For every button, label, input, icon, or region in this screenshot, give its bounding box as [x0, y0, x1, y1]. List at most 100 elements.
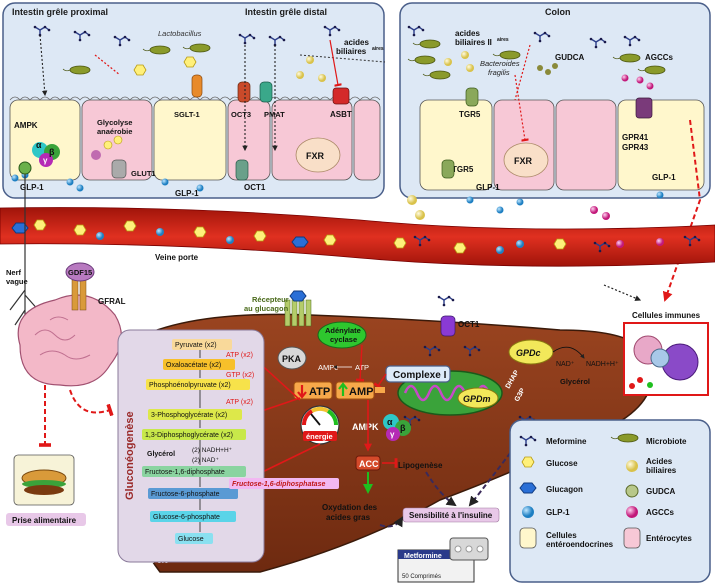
immune-cells: Cellules immunes [603, 284, 709, 396]
insulin-sensitivity-label: Sensibilité à l'insuline [409, 511, 493, 520]
legend-microbiote-label: Microbiote [646, 437, 687, 446]
nerve-label-2: vague [6, 277, 28, 286]
food-intake-label: Prise alimentaire [12, 516, 77, 525]
glucose-icon [133, 64, 147, 76]
pep-label: Phosphoénolpyruvate (x2) [149, 382, 231, 389]
glucose-label: Glucose [178, 536, 204, 543]
oct1-label-intestine: OCT1 [244, 183, 266, 192]
adenylate-cyclase-label-1: Adénylate [325, 326, 361, 335]
metformin-box-label: Metformine [404, 553, 442, 560]
glucagon-receptor-label-1: Récepteur [252, 295, 289, 304]
colon-panel: Colon acides biliaires II aires Bacteroi… [399, 2, 711, 302]
metformin-box: Metformine 50 Comprimés [397, 537, 489, 583]
f16-label: Fructose-1,6-diphosphate [145, 469, 225, 476]
legend-glp1-icon [522, 506, 534, 518]
energy-label: énergie [306, 432, 333, 441]
legend-enterocyte-icon [623, 527, 641, 549]
glut1-label: GLUT1 [131, 169, 156, 178]
complex-i-label: Complexe I [393, 370, 447, 381]
bile-acid-icon [318, 74, 326, 82]
pmat-transporter [259, 81, 273, 103]
fxr-label-intestine: FXR [306, 151, 325, 161]
tgr5-receptor [465, 87, 479, 107]
legend-agccs-label: AGCCs [646, 508, 675, 517]
svg-text:α: α [387, 417, 393, 427]
bile-acids-sup-2: aires [497, 37, 509, 43]
atp2-label: ATP (x2) [226, 399, 253, 406]
ampk-label-intestine: AMPK [14, 121, 38, 130]
bile-acid-icon [306, 56, 314, 64]
dpg-label: 1,3-Diphosphoglycérate (x2) [145, 432, 233, 439]
sglt1-label: SGLT-1 [174, 110, 200, 119]
pka-label: PKA [282, 354, 302, 364]
oct1-transporter-liver [440, 315, 456, 337]
ampc-label: AMPc [318, 363, 338, 372]
bile-acids-label-2: biliaires [336, 47, 367, 56]
gfral-receptor [71, 279, 79, 311]
svg-text:α: α [36, 140, 42, 150]
vagus-nerve: Nerf vague [6, 161, 41, 326]
gpr43-label: GPR43 [622, 143, 649, 152]
bile-acids-sup-1: aires [372, 46, 384, 52]
nadh-label: NADH+H⁺ [586, 361, 619, 368]
gpr-receptor [635, 97, 653, 119]
gpdm-label: GPDm [463, 394, 491, 404]
svg-text:γ: γ [43, 156, 48, 165]
fructose-diphosphatase-label: Fructose-1,6-diphosphatase [232, 481, 325, 488]
atp1-label: ATP (x2) [226, 352, 253, 359]
legend-bile-acids-label-1: Acides [646, 457, 673, 466]
atp-small-label: ATP [355, 363, 369, 372]
acc-label: ACC [359, 459, 379, 469]
gluconeogenesis-panel: Gluconéogenèse Pyruvate (x2) Oxaloacétat… [117, 329, 339, 563]
legend-enteroendocrine-icon [519, 527, 537, 549]
glycerol-label-liver: Glycérol [560, 377, 590, 386]
oxaloacetate-label: Oxaloacétate (x2) [166, 362, 221, 369]
legend-glucagon-icon [519, 482, 537, 494]
legend-glp1-label: GLP-1 [546, 508, 570, 517]
sglt1-transporter [191, 74, 203, 98]
bile-acid-icon [296, 71, 304, 79]
legend-bile-acids-label-2: biliaires [646, 466, 677, 475]
glp1-label-proximal: GLP-1 [20, 183, 44, 192]
gpdc-label: GPDc [516, 348, 541, 358]
distal-intestine-label: Intestin grêle distal [245, 7, 327, 17]
legend-glucose-icon [521, 456, 535, 468]
ampk-label-liver: AMPK [352, 422, 379, 432]
nadh-glyco-label: (2) NADH+H⁺ [192, 447, 233, 454]
nad-label: NAD⁺ [556, 361, 575, 368]
gdf15-label: GDF15 [68, 268, 92, 277]
gtp-label: GTP (x2) [226, 372, 254, 379]
f6p-label: Fructose-6-phosphate [151, 491, 220, 498]
glycolysis-label-1: Glycolyse [97, 118, 132, 127]
glycerol-label-glyco: Glycérol [147, 451, 175, 458]
svg-text:γ: γ [390, 430, 395, 439]
legend-gudca-label: GUDCA [646, 487, 676, 496]
svg-text:β: β [49, 147, 55, 157]
amp-label: AMP [349, 386, 373, 398]
oct3-transporter [237, 81, 251, 103]
bacteroides-label-1: Bacteroides [480, 59, 520, 68]
gpr41-label: GPR41 [622, 133, 649, 142]
proximal-intestine-label: Intestin grêle proximal [12, 7, 108, 17]
portal-vein-label: Veine porte [155, 253, 199, 262]
food-intake: Prise alimentaire [6, 454, 86, 526]
gfral-label: GFRAL [98, 297, 126, 306]
bile-acids-colon-label-1: acides [455, 29, 480, 38]
asbt-label: ASBT [330, 110, 352, 119]
pyruvate-label: Pyruvate (x2) [175, 342, 217, 349]
nerve-label-1: Nerf [6, 268, 22, 277]
oct1-transporter-intestine [235, 159, 249, 181]
glp1-label-colon-2: GLP-1 [652, 173, 676, 182]
nad-glyco-label: (2) NAD⁺ [192, 457, 219, 464]
fatty-acid-oxidation-label-1: Oxydation des [322, 503, 378, 512]
glp1-label-colon: GLP-1 [476, 183, 500, 192]
metformin-box-sub: 50 Comprimés [402, 574, 441, 580]
svg-text:β: β [400, 423, 406, 433]
gluconeogenesis-title: Gluconéogenèse [124, 411, 136, 500]
bile-acids-label-1: acides [344, 38, 369, 47]
glucagon-icon [289, 290, 307, 302]
legend: Meformine Microbiote Glucose Acides bili… [509, 419, 711, 583]
glp1-label-distal: GLP-1 [175, 189, 199, 198]
tgr5-label-top: TGR5 [459, 110, 481, 119]
